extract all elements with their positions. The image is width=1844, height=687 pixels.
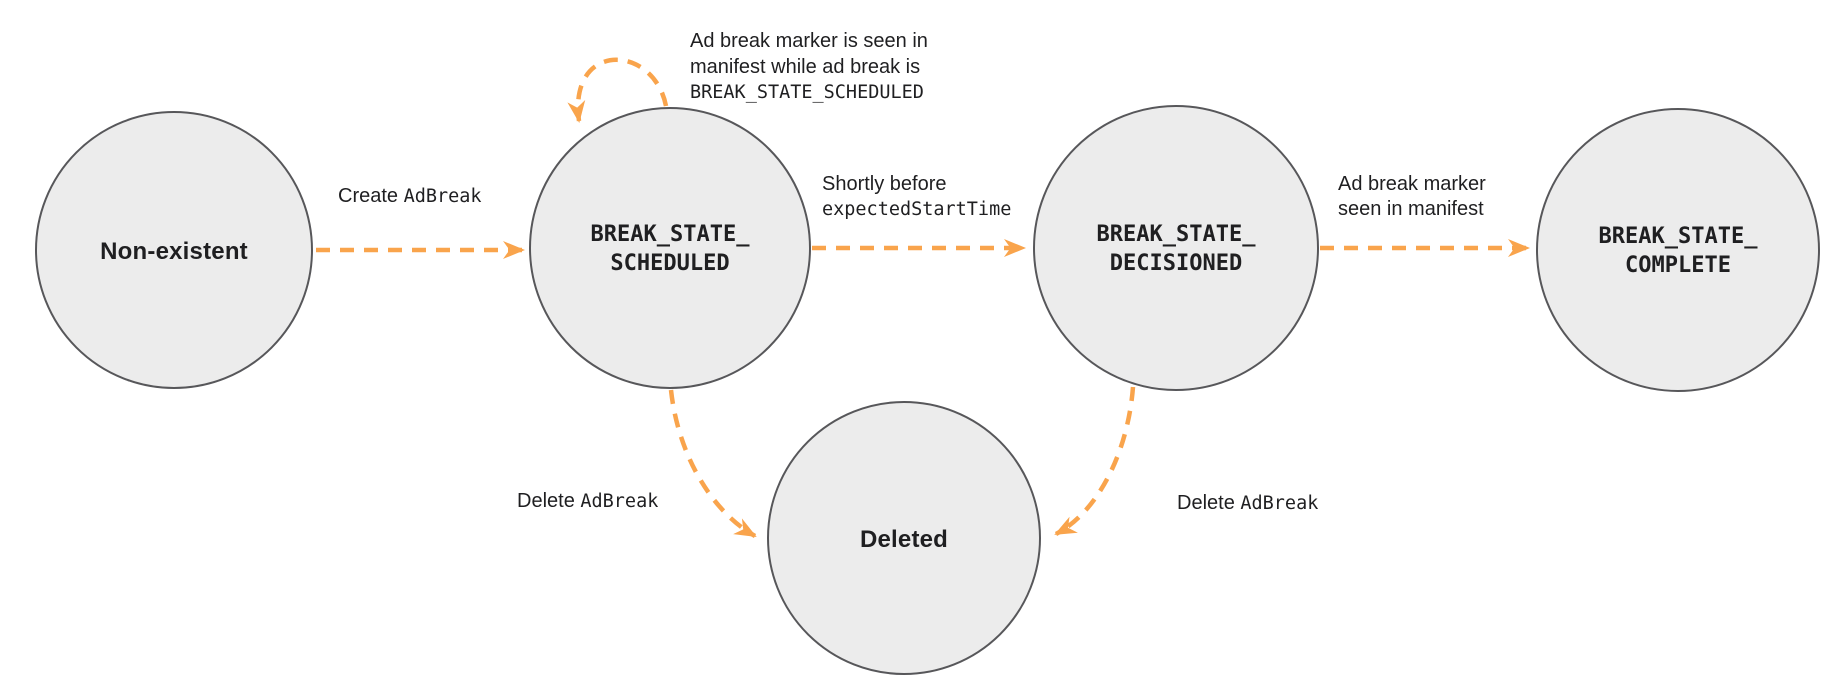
transition-label-marker-seen: Ad break marker seen in manifest: [1338, 172, 1486, 222]
label-line: Ad break marker: [1338, 173, 1486, 195]
state-label-line: BREAK_STATE_: [1096, 222, 1256, 247]
state-label-break-state-decisioned: BREAK_STATE_ DECISIONED: [1097, 220, 1256, 278]
state-label-break-state-scheduled: BREAK_STATE_ SCHEDULED: [591, 220, 750, 278]
transition-label-self-loop: Ad break marker is seen in manifest whil…: [690, 28, 928, 106]
state-label-line: SCHEDULED: [610, 251, 730, 276]
transition-arrow-self-loop: [567, 57, 669, 123]
label-text: Create: [338, 185, 404, 207]
state-circle-break-state-complete: [1536, 108, 1820, 392]
state-label-non-existent: Non-existent: [100, 238, 248, 265]
label-code-text: AdBreak: [403, 186, 482, 207]
state-circle-deleted: [767, 401, 1041, 675]
label-code-text: AdBreak: [1240, 493, 1319, 514]
state-circle-non-existent: [35, 111, 313, 389]
label-line: Shortly before: [822, 173, 947, 195]
transition-label-delete-adbreak-left: Delete AdBreak: [517, 488, 658, 515]
transition-arrow-delete-left: [668, 389, 757, 538]
state-label-deleted: Deleted: [859, 526, 949, 553]
transition-label-delete-adbreak-right: Delete AdBreak: [1177, 490, 1318, 517]
state-circle-break-state-scheduled: [529, 107, 811, 389]
transition-arrow-delete-right: [1054, 386, 1136, 536]
transition-label-create-adbreak: Create AdBreak: [338, 183, 482, 210]
label-line: manifest while ad break is: [690, 56, 921, 78]
state-circle-break-state-decisioned: [1033, 105, 1319, 391]
state-label-break-state-complete: BREAK_STATE_ COMPLETE: [1599, 222, 1758, 280]
state-label-line: BREAK_STATE_: [1598, 224, 1758, 249]
transition-label-shortly-before: Shortly before expectedStartTime: [822, 172, 1011, 222]
label-line: Ad break marker is seen in: [690, 30, 928, 52]
label-line: seen in manifest: [1338, 198, 1484, 220]
label-code-line: BREAK_STATE_SCHEDULED: [690, 82, 924, 103]
label-text: Delete: [1177, 492, 1241, 514]
state-label-line: COMPLETE: [1625, 253, 1731, 278]
label-code-line: expectedStartTime: [822, 199, 1012, 220]
state-label-line: BREAK_STATE_: [590, 222, 750, 247]
label-text: Delete: [517, 490, 581, 512]
label-code-text: AdBreak: [580, 491, 659, 512]
state-label-line: DECISIONED: [1109, 251, 1243, 276]
